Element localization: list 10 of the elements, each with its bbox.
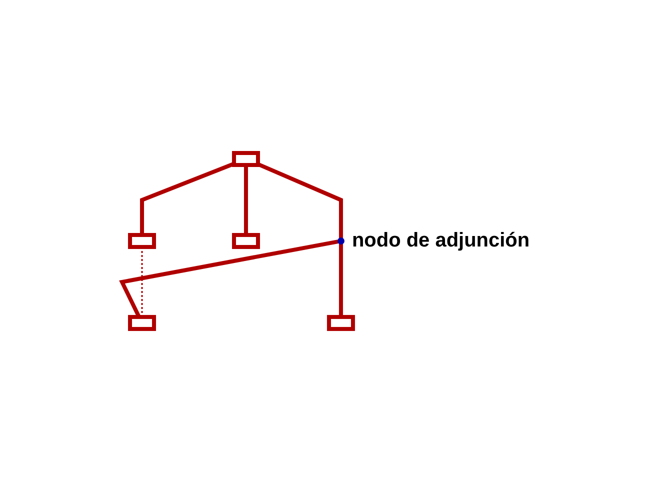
node-caption: nodo de adjunción [352, 229, 530, 252]
connector-line [257, 162, 344, 238]
node-square [128, 233, 156, 249]
connector-line [339, 244, 344, 317]
connector-line [140, 162, 235, 235]
node-square [232, 151, 260, 167]
node-square [327, 315, 356, 331]
connector-line [244, 165, 248, 235]
node-square [128, 315, 156, 331]
node-square [232, 233, 260, 249]
